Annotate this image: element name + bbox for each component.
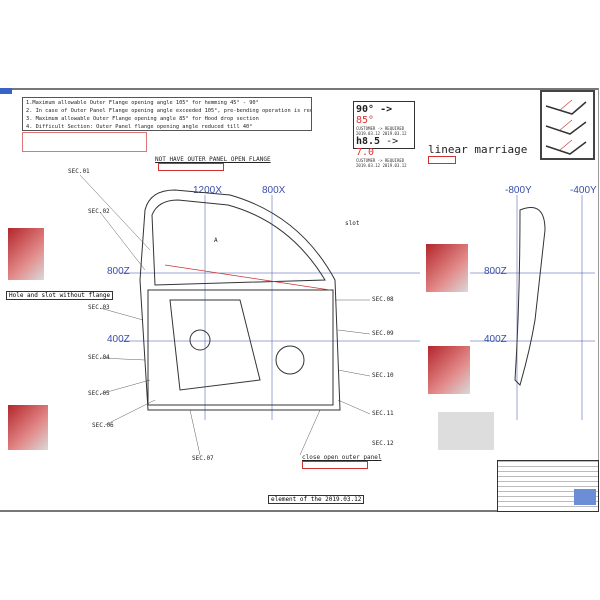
section-photo-right-1 — [426, 244, 468, 292]
general-notes: 1.Maximum allowable Outer Flange opening… — [22, 97, 312, 131]
section-label: SEC.06 — [92, 422, 114, 429]
section-photo-bottom-left — [8, 405, 48, 450]
axis-400z-left: 400Z — [107, 334, 130, 345]
door-side-view — [514, 207, 546, 386]
section-label: SEC.02 — [88, 208, 110, 215]
section-line-a — [164, 264, 331, 291]
door-outline — [139, 189, 341, 411]
arrow: -> — [380, 104, 393, 115]
angle-to: 85° — [356, 115, 375, 126]
section-label: SEC.11 — [372, 410, 394, 417]
title-tag — [428, 156, 456, 164]
leader-lines — [79, 174, 371, 456]
axis-800z-left: 800Z — [107, 266, 130, 277]
change-sub1: CUSTOMER -> REQUIRED — [356, 126, 405, 131]
close-note-cn — [302, 461, 368, 469]
axis-1200x: 1200X — [193, 185, 222, 196]
section-photo-left — [8, 228, 44, 280]
drawing-frame — [0, 88, 599, 512]
section-label: SEC.03 — [88, 304, 110, 311]
section-photo-right-2 — [428, 346, 470, 394]
axis-800z-right: 800Z — [484, 266, 507, 277]
inset-sketch — [545, 99, 587, 155]
section-label: SEC.05 — [88, 390, 110, 397]
note-4: 4. Difficult Section: Outer Panel flange… — [26, 124, 253, 130]
note-3: 3. Maximum allowable Outer Flange openin… — [26, 116, 259, 122]
axis-minus400y: -400Y — [570, 185, 597, 196]
hem-from: h8.5 — [356, 136, 381, 147]
axis-400z-right: 400Z — [484, 334, 507, 345]
flange-note: NOT HAVE OUTER PANEL OPEN FLANGE — [155, 156, 271, 163]
hem-to: 7.0 — [356, 147, 375, 158]
note-2: 2. In case of Outer Panel Flange opening… — [26, 108, 312, 114]
change-box: 90° -> 85° CUSTOMER -> REQUIRED 2019.03.… — [353, 101, 415, 168]
section-a-label: A — [214, 237, 218, 244]
slot-label: slot — [345, 220, 360, 227]
drawing-title: linear marriage — [428, 143, 528, 156]
change-sub2: CUSTOMER -> REQUIRED — [356, 158, 405, 163]
angle-from: 90° — [356, 104, 375, 115]
chinese-notes — [22, 132, 147, 152]
change-date1: 2019.03.12 2019.03.12 — [356, 131, 407, 136]
section-label: SEC.04 — [88, 354, 110, 361]
section-label: SEC.12 — [372, 440, 394, 447]
close-note: close open outer panel — [302, 454, 382, 461]
hole-note: Hole and slot without flange — [6, 291, 114, 300]
logo — [0, 88, 12, 94]
axis-minus800y: -800Y — [505, 185, 532, 196]
section-label: SEC.08 — [372, 296, 394, 303]
detail-view — [438, 412, 494, 450]
grid-lines — [120, 195, 595, 420]
flange-note-cn — [158, 163, 224, 171]
company-logo — [574, 489, 596, 505]
axis-800x: 800X — [262, 185, 286, 196]
change-date2: 2019.03.12 2019.03.12 — [356, 163, 407, 168]
element-note: element of the 2019.03.12 — [268, 495, 365, 504]
title-block — [497, 460, 599, 512]
section-label: SEC.07 — [192, 455, 214, 462]
section-label: SEC.10 — [372, 372, 394, 379]
section-label: SEC.01 — [68, 168, 90, 175]
section-label: SEC.09 — [372, 330, 394, 337]
flange-angle-inset — [540, 90, 595, 160]
note-1: 1.Maximum allowable Outer Flange opening… — [26, 100, 259, 106]
